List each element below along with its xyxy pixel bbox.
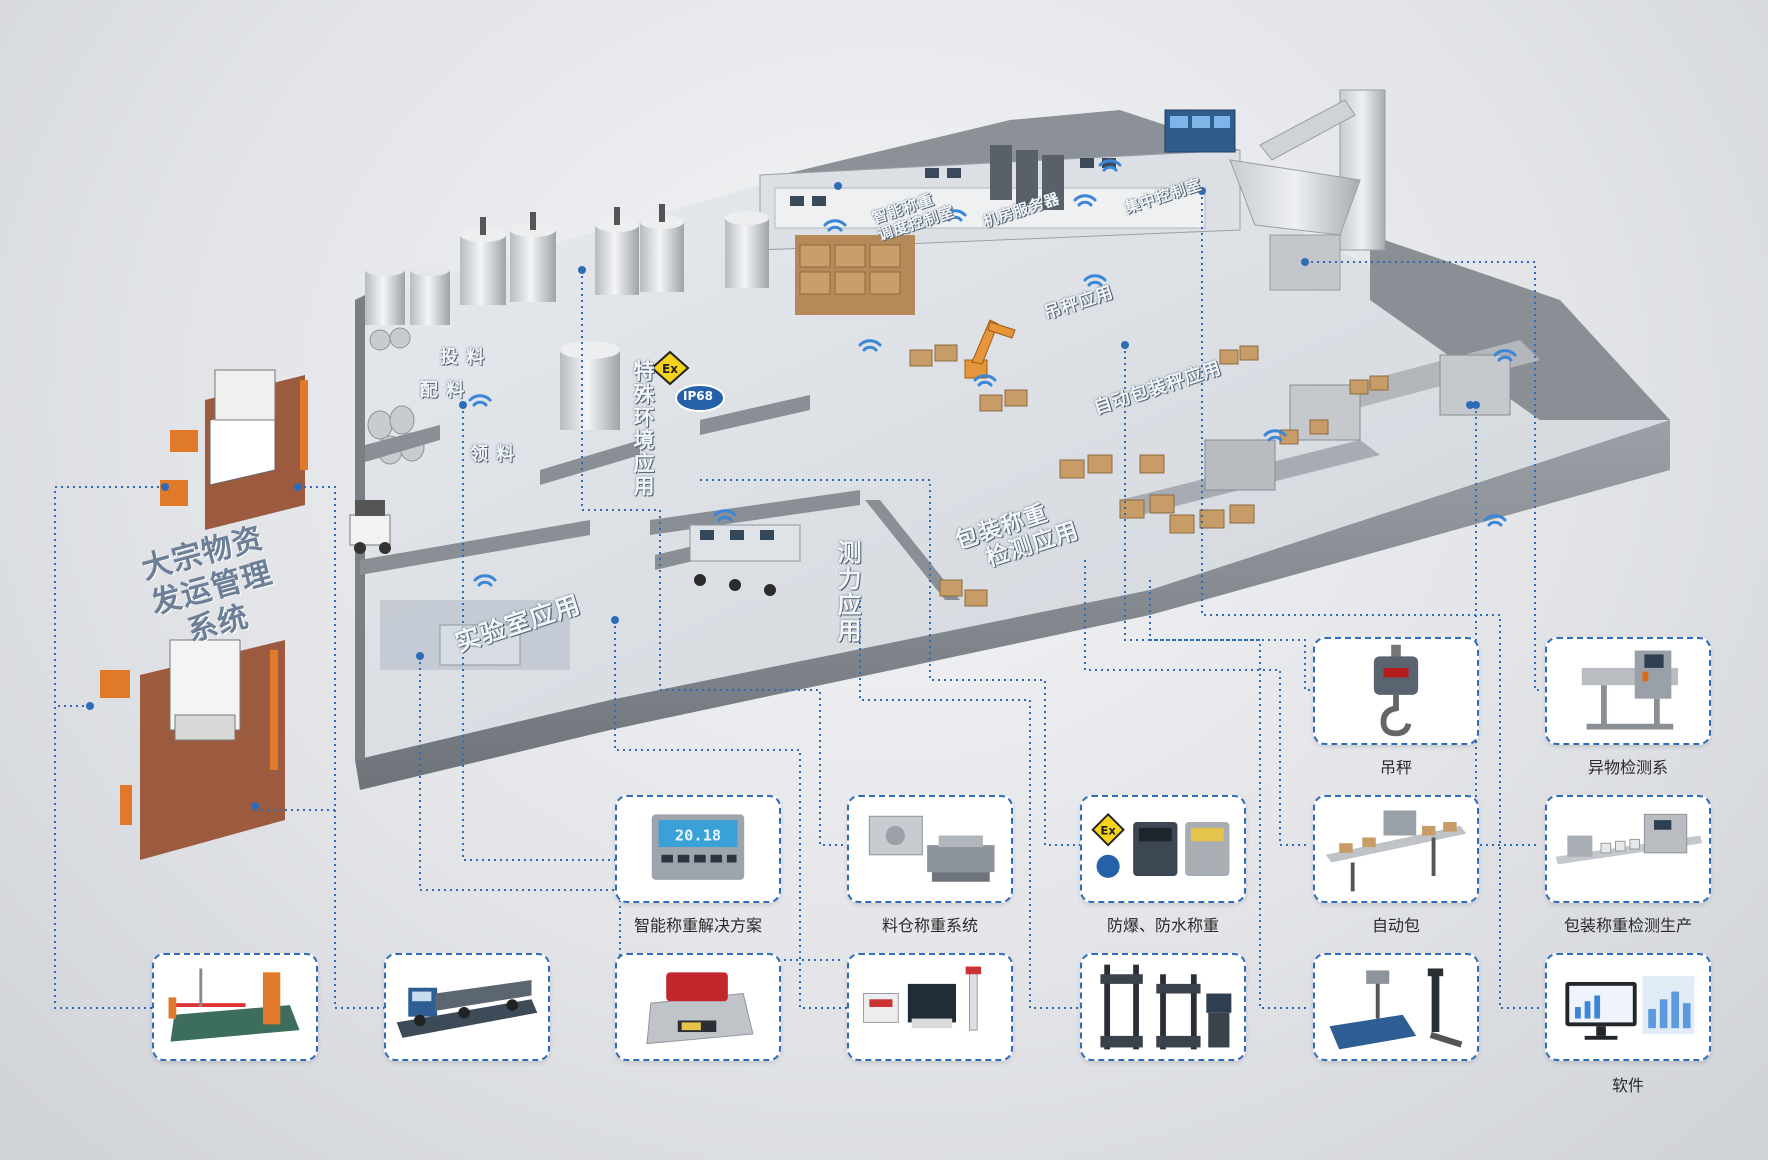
truck-scale-image xyxy=(396,980,538,1038)
special-env-badges: Ex xyxy=(650,350,725,412)
force-testing-image xyxy=(1100,964,1232,1050)
tile-software[interactable] xyxy=(1545,953,1711,1061)
weighbridge-gate-image xyxy=(168,968,300,1042)
tile-force-testing[interactable] xyxy=(1080,953,1246,1061)
tile-floor-scale[interactable] xyxy=(1313,953,1479,1061)
robot-arm xyxy=(964,319,1016,379)
software-image xyxy=(1565,976,1695,1040)
lab-balance-image xyxy=(863,966,982,1031)
label-special-env: 特殊环境应用 xyxy=(631,360,655,498)
tile-smart-weighing[interactable]: 20.18 xyxy=(615,795,781,903)
indicator-reading: 20.18 xyxy=(675,826,721,844)
bench-scale-image xyxy=(646,972,754,1045)
silo-weighing-image xyxy=(868,815,995,882)
caption-foreign-detect: 异物检测系 xyxy=(1587,758,1668,777)
tile-pack-check-line[interactable] xyxy=(1545,795,1711,903)
crane-scale-image xyxy=(1373,644,1419,737)
explosion-proof-image: Ex xyxy=(1091,812,1230,878)
caption-auto-pack: 自动包 xyxy=(1371,916,1420,935)
tile-crane-scale[interactable] xyxy=(1313,637,1479,745)
hopper-elevator xyxy=(1229,89,1386,291)
forklift xyxy=(349,500,391,554)
auto-pack-image xyxy=(1325,810,1467,892)
caption-silo-weighing: 料仓称重系统 xyxy=(881,916,978,935)
caption-smart-weighing: 智能称重解决方案 xyxy=(633,916,762,935)
label-feeding: 投 料 xyxy=(440,347,486,368)
label-force-app: 测力应用 xyxy=(833,540,861,644)
label-ip68: IP68 xyxy=(683,389,713,403)
tile-explosion-proof[interactable]: Ex xyxy=(1080,795,1246,903)
storage-tanks xyxy=(365,204,769,430)
main-floor xyxy=(355,185,1670,780)
tile-foreign-detect[interactable] xyxy=(1545,637,1711,745)
packaging-line xyxy=(909,340,1540,607)
label-batching: 配 料 xyxy=(420,380,466,401)
svg-text:Ex: Ex xyxy=(662,362,678,376)
tile-truck-scale[interactable] xyxy=(384,953,550,1061)
caption-crane-scale: 吊秤 xyxy=(1379,758,1412,777)
tile-auto-pack[interactable] xyxy=(1313,795,1479,903)
caption-software: 软件 xyxy=(1611,1076,1644,1095)
tile-silo-weighing[interactable] xyxy=(847,795,1013,903)
foreign-detect-image xyxy=(1581,650,1679,730)
tile-weighbridge-gate[interactable] xyxy=(152,953,318,1061)
truck-bay-top xyxy=(160,369,308,530)
truck-bay-bottom xyxy=(100,639,285,860)
lab-area xyxy=(380,524,801,670)
label-material-pick: 领 料 xyxy=(470,444,516,465)
front-wall xyxy=(355,420,1670,790)
pack-check-line-image xyxy=(1555,813,1703,865)
floor-scale-image xyxy=(1329,968,1463,1050)
caption-pack-check-line: 包装称重检测生产 xyxy=(1563,916,1692,935)
caption-explosion-proof: 防爆、防水称重 xyxy=(1106,916,1219,935)
smart-weighing-image: 20.18 xyxy=(651,814,745,880)
ex-badge-text: Ex xyxy=(1100,824,1116,838)
tile-lab-balance[interactable] xyxy=(847,953,1013,1061)
wifi-icons xyxy=(468,159,1517,587)
tile-bench-scale[interactable] xyxy=(615,953,781,1061)
